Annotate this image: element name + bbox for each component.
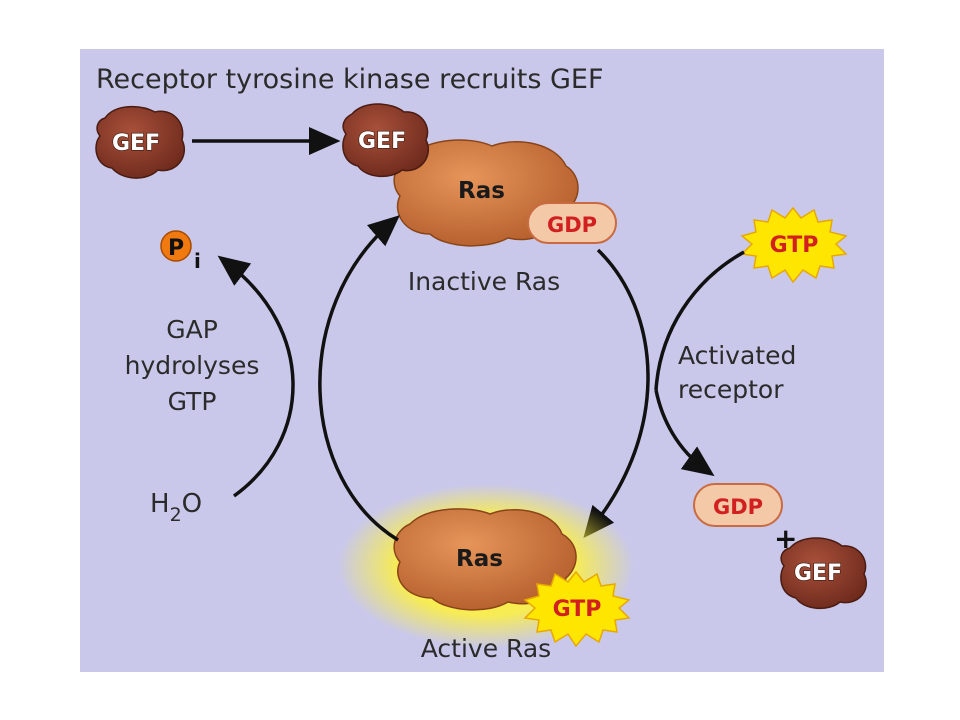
gtp-in-curve bbox=[654, 250, 745, 391]
gef-molecule-free: GEF bbox=[95, 105, 185, 179]
gef-molecule-bound bbox=[342, 103, 429, 178]
gef-label: GEF bbox=[112, 131, 160, 156]
release-arrow bbox=[654, 389, 715, 477]
gdp-molecule-released: GDP bbox=[693, 483, 783, 527]
water-label: H2O bbox=[150, 489, 202, 526]
gap-line1: GAP bbox=[166, 315, 218, 344]
gdp-bound-ellipse bbox=[527, 202, 617, 244]
active-ras-complex: Ras GTP bbox=[393, 508, 631, 648]
gtp-molecule-free: GTP bbox=[740, 206, 848, 284]
hydrolysis-arrow bbox=[217, 255, 295, 498]
inactive-ras-complex: Ras GEF GDP bbox=[342, 103, 617, 247]
diagram-title: Receptor tyrosine kinase recruits GEF bbox=[96, 64, 604, 95]
phosphate-pi: P i bbox=[160, 230, 201, 273]
activated-receptor-line1: Activated bbox=[678, 341, 796, 370]
activation-arrow bbox=[583, 248, 650, 539]
inactivation-arrow bbox=[318, 215, 400, 542]
inactive-ras-label: Ras bbox=[458, 178, 505, 204]
gap-line2: hydrolyses bbox=[125, 351, 260, 380]
gtp-bound-star bbox=[523, 570, 631, 648]
gef-released-label: GEF bbox=[794, 561, 842, 586]
water-sub: 2 bbox=[170, 504, 182, 526]
gdp-bound-label: GDP bbox=[547, 213, 597, 237]
inactive-ras-caption: Inactive Ras bbox=[408, 267, 560, 296]
gdp-released-label: GDP bbox=[713, 495, 763, 519]
pi-p-label: P bbox=[168, 236, 184, 261]
gtp-bound-label: GTP bbox=[553, 597, 602, 622]
active-ras-caption: Active Ras bbox=[421, 634, 551, 663]
gap-line3: GTP bbox=[168, 387, 217, 416]
gef-bound-label: GEF bbox=[358, 129, 406, 154]
gef-molecule-released: GEF bbox=[780, 537, 867, 610]
activated-receptor-line2: receptor bbox=[678, 375, 784, 404]
gtp-free-label: GTP bbox=[770, 233, 819, 258]
active-ras-label: Ras bbox=[456, 546, 503, 572]
pi-i-label: i bbox=[194, 249, 201, 273]
water-o: O bbox=[182, 489, 202, 519]
water-h: H bbox=[150, 489, 170, 519]
